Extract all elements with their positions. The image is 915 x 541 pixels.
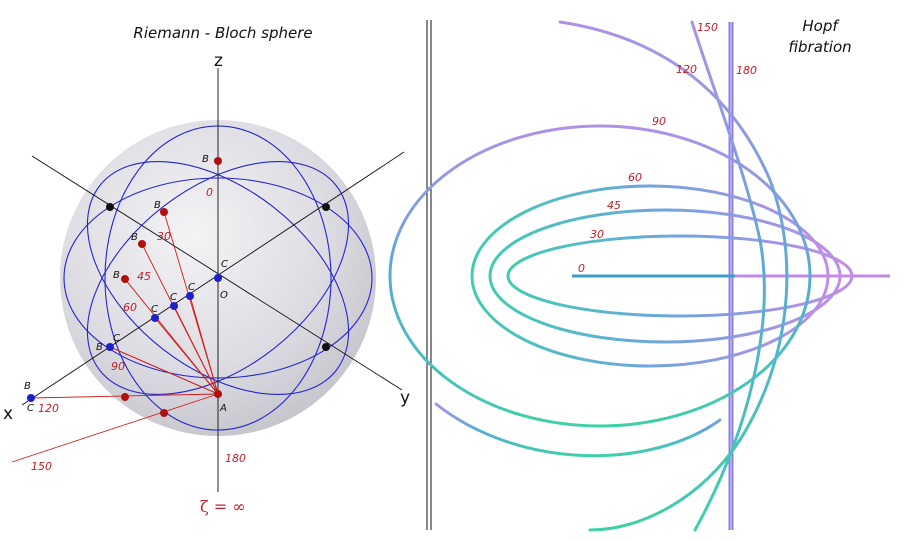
intersection-point-1 (106, 203, 114, 211)
fiber-150-arc (690, 20, 766, 532)
ray-90b (109, 346, 219, 395)
fiber-120-arc (558, 20, 789, 532)
fiber-45 (488, 208, 842, 344)
hopf-fibration-panel: Hopf fibration 0 30 45 60 90 120 (388, 17, 890, 532)
intersection-point-3 (322, 343, 330, 351)
hopf-angle-0: 0 (578, 262, 585, 275)
origin-label: O (220, 290, 228, 301)
point-a (214, 390, 222, 398)
y-axis-label: y (400, 388, 410, 408)
point-c-90 (106, 343, 114, 351)
label-b-30: B (154, 200, 161, 211)
label-b-45: B (131, 232, 138, 243)
ray-150 (11, 393, 219, 463)
hopf-angle-90: 90 (652, 115, 666, 128)
point-b-0 (214, 157, 222, 165)
meridian-circle-3 (86, 161, 350, 395)
fiber-90 (388, 124, 812, 428)
hopf-outer-arcs (434, 20, 789, 532)
label-b-60: B (113, 270, 120, 281)
point-c-2 (170, 302, 178, 310)
point-b-60 (121, 275, 129, 283)
label-b-120: B (24, 381, 31, 392)
hopf-title-line1: Hopf (802, 17, 840, 35)
label-c-origin: C (221, 259, 228, 270)
angle-0: 0 (206, 186, 213, 199)
point-b-150 (160, 409, 168, 417)
point-c-1 (186, 292, 194, 300)
x-axis-diagonal (21, 151, 405, 406)
hopf-title-line2: fibration (788, 38, 851, 56)
projection-rays (11, 211, 219, 463)
angle-120: 120 (38, 402, 59, 415)
angle-30: 30 (157, 230, 171, 243)
intersection-point-2 (322, 203, 330, 211)
label-b-0: B (202, 154, 209, 165)
hopf-fibers (388, 124, 854, 428)
point-c-3 (151, 314, 159, 322)
point-b-30 (160, 208, 168, 216)
point-c-120 (27, 394, 35, 402)
hopf-angle-150: 150 (697, 21, 718, 34)
hopf-angle-30: 30 (590, 228, 604, 241)
bloch-sphere-panel: Riemann - Bloch sphere z y x (3, 24, 410, 516)
sphere-points (27, 157, 330, 417)
label-c-2: C (170, 292, 177, 303)
ray-c3 (154, 317, 219, 395)
angle-150: 150 (31, 460, 52, 473)
zeta-infinity-label: ζ = ∞ (200, 497, 246, 516)
meridian-circle-2 (86, 161, 350, 395)
label-c-120: C (27, 403, 34, 414)
hopf-angle-45: 45 (607, 199, 621, 212)
fiber-30 (506, 234, 854, 318)
label-c-90: C (113, 333, 120, 344)
ray-c2 (173, 305, 219, 395)
fiber-90-lower-tail (434, 402, 722, 458)
angle-60: 60 (123, 301, 137, 314)
angle-90: 90 (111, 360, 125, 373)
point-b-120 (121, 393, 129, 401)
fiber-60 (470, 184, 830, 368)
ray-c1 (189, 295, 219, 395)
label-c-1: C (188, 282, 195, 293)
hopf-angle-labels: 0 30 45 60 90 120 150 180 (578, 21, 757, 275)
hopf-angle-180: 180 (736, 64, 757, 77)
label-b-90: B (96, 342, 103, 353)
angle-45: 45 (137, 270, 151, 283)
hopf-angle-120: 120 (676, 63, 697, 76)
pole-label: A (219, 403, 227, 414)
point-labels: B B B B B B C C C C C C O A (24, 154, 228, 414)
bloch-sphere-title: Riemann - Bloch sphere (133, 24, 312, 42)
point-c-origin (214, 274, 222, 282)
label-c-3: C (151, 304, 158, 315)
y-axis-diagonal (31, 155, 403, 391)
angle-180: 180 (225, 452, 246, 465)
z-axis-label: z (214, 51, 223, 71)
bloch-angle-labels: 0 30 45 60 90 120 150 180 (31, 186, 246, 473)
x-axis-label: x (3, 404, 13, 424)
hopf-angle-60: 60 (628, 171, 642, 184)
point-b-45 (138, 240, 146, 248)
coordinate-axes: z y x (3, 51, 410, 492)
